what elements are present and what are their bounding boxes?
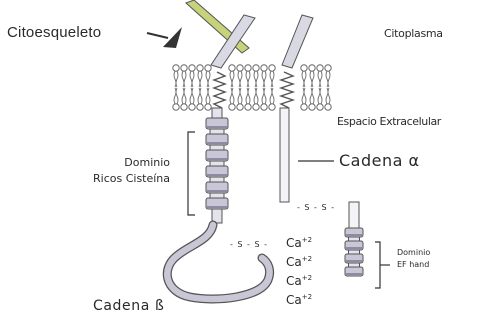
- label-dominio-ricos-cisteina: Dominio Ricos Cisteína: [93, 155, 170, 187]
- lipid-head: [317, 104, 323, 110]
- lipid-head: [181, 104, 187, 110]
- calcium-ion: Ca+2: [286, 256, 312, 268]
- lipid-head: [261, 104, 267, 110]
- lipid-head: [173, 104, 179, 110]
- ef-hand-domain: [345, 202, 363, 276]
- label-cadena-alfa: Cadena α: [339, 153, 420, 169]
- lipid-head: [189, 104, 195, 110]
- citoesqueleto-arrow: [147, 27, 182, 48]
- label-espacio-extracelular: Espacio Extracelular: [337, 116, 441, 127]
- calcium-charge: +2: [302, 236, 312, 244]
- lipid-head: [245, 104, 251, 110]
- calcium-symbol: Ca: [286, 255, 302, 269]
- calcium-ion: Ca+2: [286, 275, 312, 287]
- lipid-head: [197, 65, 203, 71]
- lipid-head: [325, 65, 331, 71]
- lipid-head: [269, 65, 275, 71]
- label-dominio-cis-line2: Ricos Cisteína: [93, 171, 170, 187]
- domain-linker: [210, 193, 224, 198]
- lipid-head: [253, 65, 259, 71]
- domain-linker: [210, 161, 224, 166]
- ef-hand-bracket: [375, 242, 390, 288]
- calcium-ion: Ca+2: [286, 294, 312, 306]
- lipid-head: [309, 104, 315, 110]
- lipid-head: [269, 104, 275, 110]
- lipid-head: [301, 104, 307, 110]
- lipid-head: [261, 65, 267, 71]
- label-citoplasma: Citoplasma: [384, 28, 443, 39]
- calcium-symbol: Ca: [286, 236, 302, 250]
- label-dominio-ef-hand: Dominio EF hand: [397, 247, 430, 271]
- lipid-head: [173, 65, 179, 71]
- domain-linker: [349, 250, 360, 254]
- label-citoesqueleto: Citoesqueleto: [7, 25, 101, 40]
- cysteine-domain-bracket: [188, 132, 195, 215]
- disulfide-bond-label: - S - S -: [297, 204, 335, 212]
- lipid-head: [229, 104, 235, 110]
- beta-chain-cytoplasmic-rod: [282, 15, 313, 68]
- label-cadena-beta: Cadena ß: [93, 299, 164, 313]
- domain-linker: [349, 237, 360, 241]
- calcium-symbol: Ca: [286, 274, 302, 288]
- lipid-head: [205, 65, 211, 71]
- disulfide-bond-label: - S - S -: [230, 241, 268, 249]
- lipid-head: [253, 104, 259, 110]
- lipid-head: [205, 104, 211, 110]
- calcium-charge: +2: [302, 274, 312, 282]
- lipid-head: [197, 104, 203, 110]
- lipid-head: [181, 65, 187, 71]
- cysteine-rich-domain: [206, 108, 228, 223]
- lipid-head: [317, 65, 323, 71]
- transmembrane-helix-right: [281, 72, 293, 108]
- beta-chain-hook: [167, 225, 269, 299]
- lipid-head: [325, 104, 331, 110]
- domain-linker: [210, 177, 224, 182]
- calcium-charge: +2: [302, 293, 312, 301]
- lipid-bilayer-membrane: [173, 65, 331, 110]
- lipid-head: [237, 104, 243, 110]
- calcium-symbol: Ca: [286, 293, 302, 307]
- label-dominio-ef-line2: EF hand: [397, 259, 430, 271]
- domain-linker: [210, 145, 224, 150]
- domain-linker: [349, 263, 360, 267]
- lipid-head: [301, 65, 307, 71]
- lipid-head: [309, 65, 315, 71]
- calcium-charge: +2: [302, 255, 312, 263]
- lipid-head: [189, 65, 195, 71]
- domain-linker: [210, 129, 224, 134]
- calcium-ion: Ca+2: [286, 237, 312, 249]
- label-dominio-ef-line1: Dominio: [397, 247, 430, 259]
- alpha-chain-extracellular-stalk: [280, 108, 289, 202]
- lipid-head: [237, 65, 243, 71]
- lipid-head: [245, 65, 251, 71]
- label-dominio-cis-line1: Dominio: [93, 155, 170, 171]
- transmembrane-helix-left: [214, 72, 225, 108]
- lipid-head: [229, 65, 235, 71]
